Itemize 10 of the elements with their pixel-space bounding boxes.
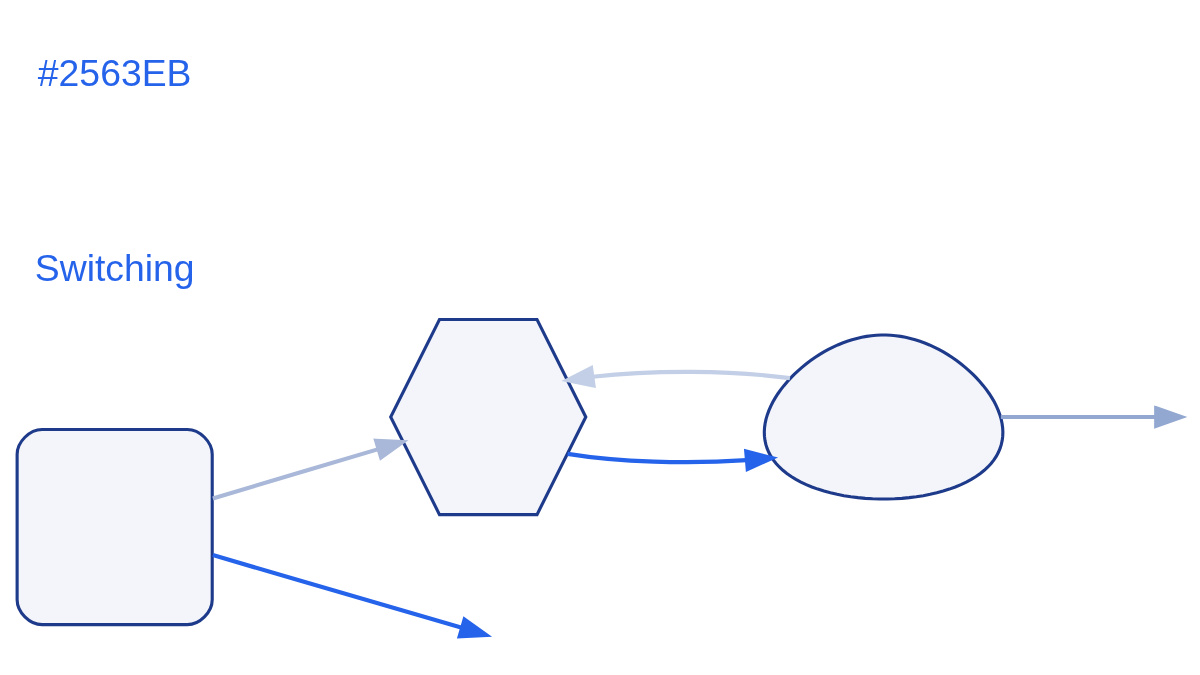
arrow (212, 438, 409, 501)
node-hexagon (388, 317, 588, 517)
arrow (1000, 405, 1188, 429)
arrow (212, 553, 493, 639)
arrow (561, 365, 791, 389)
label: #2563EB (37, 51, 192, 94)
arrow (567, 448, 779, 472)
label: Switching (34, 246, 195, 289)
node-cloud (762, 333, 1005, 501)
node-box (15, 427, 214, 627)
